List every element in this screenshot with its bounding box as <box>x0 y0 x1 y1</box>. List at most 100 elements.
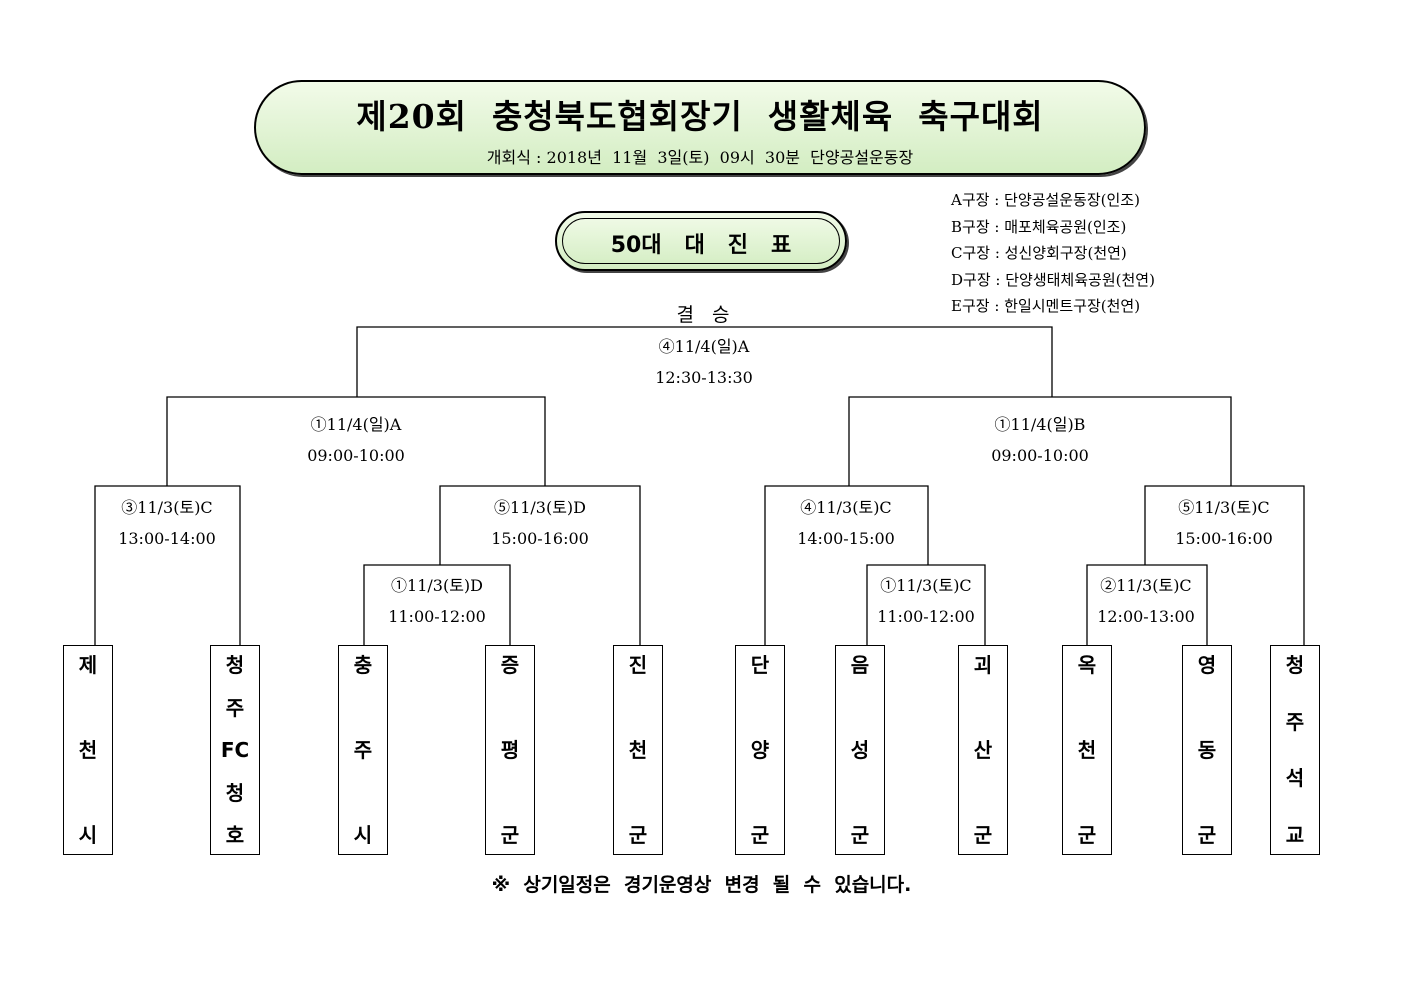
team-char: 음 <box>850 653 870 677</box>
match-final: ④11/4(일)A 12:30-13:30 <box>604 331 804 393</box>
match-info: ⑤11/3(토)C <box>1178 498 1270 517</box>
match-qf3: ④11/3(토)C 14:00-15:00 <box>746 492 946 554</box>
match-time: 12:30-13:30 <box>655 368 753 387</box>
semi-left-bracket-line <box>166 396 546 486</box>
match-time: 15:00-16:00 <box>491 529 589 548</box>
match-semi-left: ①11/4(일)A 09:00-10:00 <box>256 409 456 471</box>
team-box: 청 주 FC 청 호 <box>210 645 260 855</box>
match-info: ①11/4(일)B <box>994 415 1086 434</box>
final-bracket-line <box>356 326 1053 397</box>
team-char: 군 <box>628 823 648 847</box>
r1b-bracket-line <box>866 564 986 645</box>
team-char: 평 <box>500 738 520 762</box>
team-char: 군 <box>850 823 870 847</box>
team-box: 괴 산 군 <box>958 645 1008 855</box>
match-time: 12:00-13:00 <box>1097 607 1195 626</box>
team-char: 시 <box>353 823 373 847</box>
match-info: ③11/3(토)C <box>121 498 213 517</box>
r1c-bracket-line <box>1086 564 1208 645</box>
team-char: 군 <box>500 823 520 847</box>
team-char: 시 <box>78 823 98 847</box>
match-info: ④11/3(토)C <box>800 498 892 517</box>
team-char: 천 <box>1077 738 1097 762</box>
team-char: 군 <box>1077 823 1097 847</box>
team-box: 음 성 군 <box>835 645 885 855</box>
team-char: 양 <box>750 738 770 762</box>
team-char: 진 <box>628 653 648 677</box>
team-char: 주 <box>1285 709 1305 734</box>
team-char: 충 <box>353 653 373 677</box>
match-r1a: ①11/3(토)D 11:00-12:00 <box>337 570 537 632</box>
match-time: 09:00-10:00 <box>991 446 1089 465</box>
venue-a: A구장 : 단양공설운동장(인조) <box>951 191 1140 209</box>
match-time: 13:00-14:00 <box>118 529 216 548</box>
match-time: 15:00-16:00 <box>1175 529 1273 548</box>
title-banner: 제20회 충청북도협회장기 생활체육 축구대회 개회식 : 2018년 11월 … <box>254 80 1146 175</box>
team-char: 교 <box>1285 822 1305 847</box>
venue-d: D구장 : 단양생태체육공원(천연) <box>951 270 1155 289</box>
venue-e: E구장 : 한일시멘트구장(천연) <box>951 297 1141 315</box>
team-char: 군 <box>750 823 770 847</box>
match-info: ①11/3(토)D <box>391 576 483 595</box>
match-r1b: ①11/3(토)C 11:00-12:00 <box>826 570 1026 632</box>
team-char: 청 <box>225 780 245 805</box>
match-semi-right: ①11/4(일)B 09:00-10:00 <box>940 409 1140 471</box>
team-char: 군 <box>1197 823 1217 847</box>
division-title: 50대 대 진 표 <box>610 233 792 258</box>
team-char: 성 <box>850 738 870 762</box>
match-time: 11:00-12:00 <box>877 607 975 626</box>
match-qf1: ③11/3(토)C 13:00-14:00 <box>67 492 267 554</box>
team-char: 산 <box>973 738 993 762</box>
qf4-bracket-line <box>1144 485 1305 645</box>
team-box: 영 동 군 <box>1182 645 1232 855</box>
team-char: 천 <box>78 738 98 762</box>
match-info: ④11/4(일)A <box>658 337 750 356</box>
opening-ceremony-info: 개회식 : 2018년 11월 3일(토) 09시 30분 단양공설운동장 <box>486 148 914 167</box>
team-char: 옥 <box>1077 653 1097 677</box>
team-char: 석 <box>1285 766 1305 791</box>
venue-list: A구장 : 단양공설운동장(인조) B구장 : 매포체육공원(인조) C구장 :… <box>951 187 1155 320</box>
match-info: ⑤11/3(토)D <box>494 498 586 517</box>
venue-b: B구장 : 매포체육공원(인조) <box>951 217 1127 236</box>
team-char: 호 <box>225 823 245 847</box>
match-qf4: ⑤11/3(토)C 15:00-16:00 <box>1124 492 1324 554</box>
schedule-change-note: ※ 상기일정은 경기운영상 변경 될 수 있습니다. <box>491 874 912 896</box>
team-box: 제 천 시 <box>63 645 113 855</box>
match-time: 09:00-10:00 <box>307 446 405 465</box>
match-info: ①11/3(토)C <box>880 576 972 595</box>
match-time: 11:00-12:00 <box>388 607 486 626</box>
match-time: 14:00-15:00 <box>797 529 895 548</box>
team-char: 영 <box>1197 653 1217 677</box>
team-char: 괴 <box>973 653 993 677</box>
final-label: 결 승 <box>676 304 732 326</box>
qf3-bracket-line <box>764 485 929 645</box>
page-title: 제20회 충청북도협회장기 생활체육 축구대회 <box>356 97 1044 136</box>
division-banner-inner-border <box>562 218 840 264</box>
r1a-bracket-line <box>363 564 511 645</box>
team-char: 주 <box>353 738 373 762</box>
team-char: FC <box>220 738 250 762</box>
team-char: 제 <box>78 653 98 677</box>
team-char: 동 <box>1197 738 1217 762</box>
team-box: 진 천 군 <box>613 645 663 855</box>
team-char: 청 <box>225 653 245 677</box>
semi-right-bracket-line <box>848 396 1232 486</box>
team-box: 옥 천 군 <box>1062 645 1112 855</box>
team-char: 단 <box>750 653 770 677</box>
team-box: 청 주 석 교 <box>1270 645 1320 855</box>
team-box: 증 평 군 <box>485 645 535 855</box>
division-banner: 50대 대 진 표 <box>555 211 847 271</box>
team-box: 충 주 시 <box>338 645 388 855</box>
match-info: ②11/3(토)C <box>1100 576 1192 595</box>
qf2-bracket-line <box>439 485 641 645</box>
match-r1c: ②11/3(토)C 12:00-13:00 <box>1046 570 1246 632</box>
venue-c: C구장 : 성신양회구장(천연) <box>951 244 1127 262</box>
match-info: ①11/4(일)A <box>310 415 402 434</box>
qf1-bracket-line <box>94 485 241 645</box>
team-char: 증 <box>500 653 520 677</box>
team-box: 단 양 군 <box>735 645 785 855</box>
match-qf2: ⑤11/3(토)D 15:00-16:00 <box>440 492 640 554</box>
team-char: 청 <box>1285 653 1305 677</box>
team-char: 군 <box>973 823 993 847</box>
